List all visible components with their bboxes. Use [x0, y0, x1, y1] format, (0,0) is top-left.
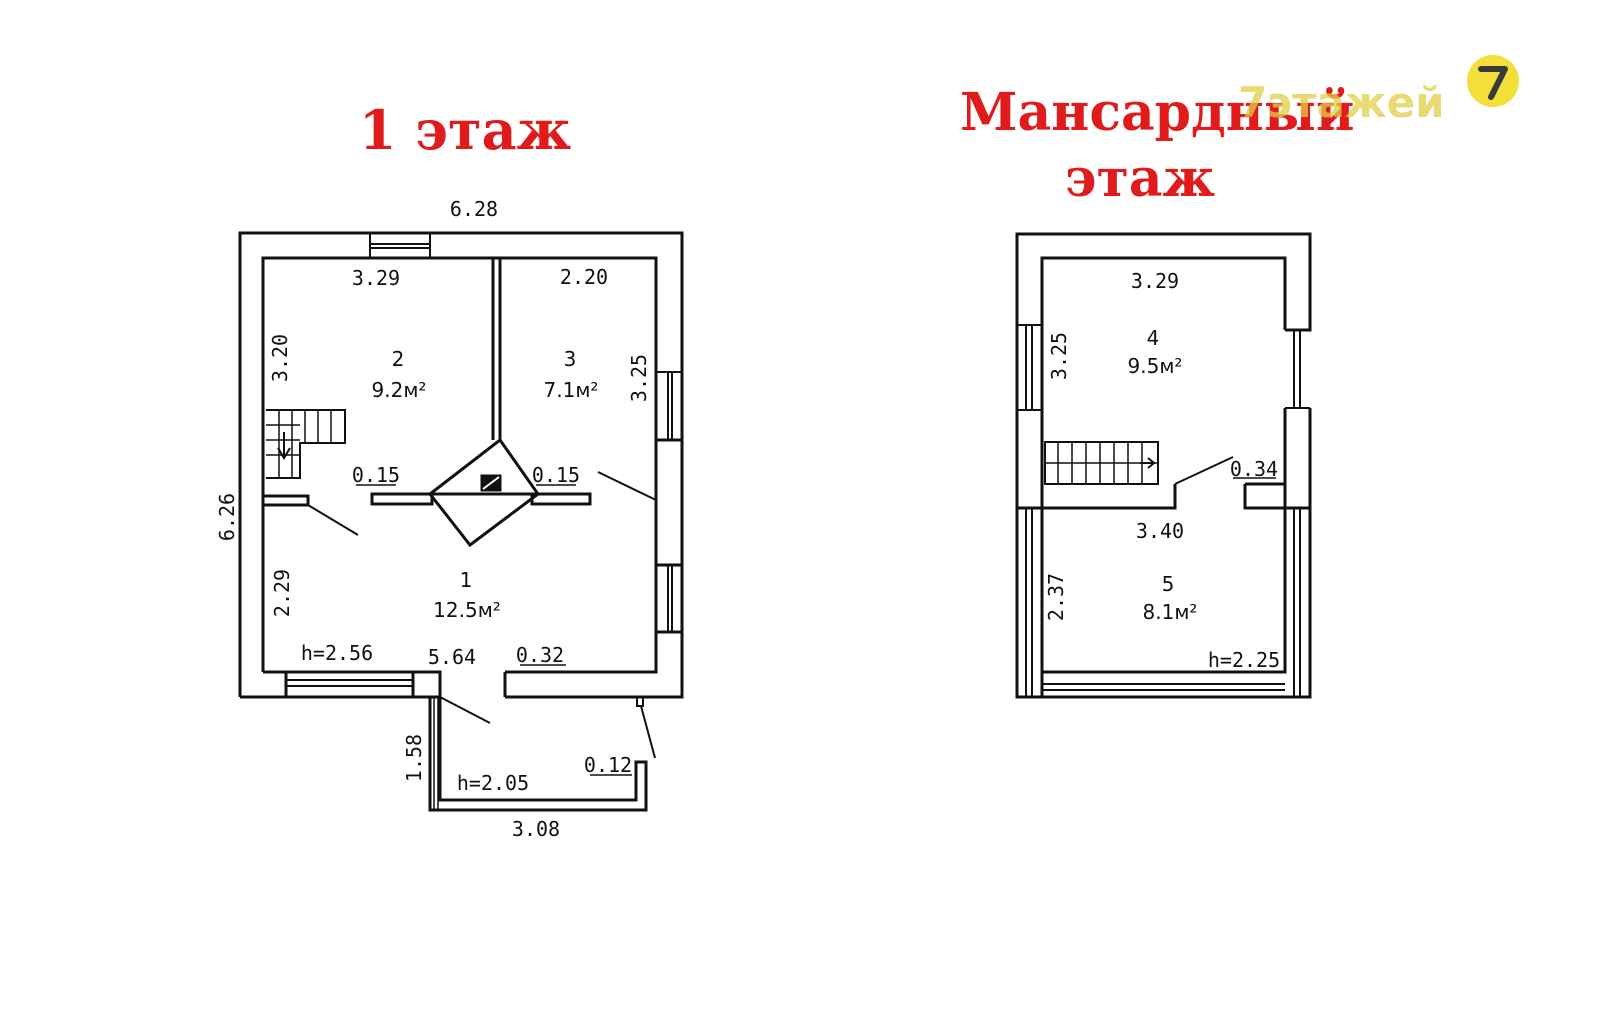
- room2-area: 9.2м²: [372, 378, 427, 402]
- dim-porch-width: 3.08: [512, 817, 560, 841]
- room5-number: 5: [1162, 572, 1175, 596]
- dim-wall-thickness: 0.32: [516, 643, 564, 667]
- dim-attic-height: h=2.25: [1208, 648, 1280, 672]
- dim-porch-wall: 0.12: [584, 753, 632, 777]
- watermark: 7этажей: [1238, 78, 1445, 127]
- room1-number: 1: [460, 568, 473, 592]
- dim-partition-left: 0.15: [352, 463, 400, 487]
- dim-room3-depth: 3.25: [627, 354, 651, 402]
- logo-icon: [1467, 55, 1519, 107]
- room4-area: 9.5м²: [1128, 354, 1183, 378]
- dim-room4-depth: 3.25: [1047, 332, 1071, 380]
- dim-room5-depth: 2.37: [1044, 573, 1068, 621]
- dim-partition-right: 0.15: [532, 463, 580, 487]
- room3-number: 3: [564, 347, 577, 371]
- dim-room1-width: 5.64: [428, 645, 476, 669]
- attic-title: Мансардный этаж: [960, 82, 1355, 209]
- dim-room3-width: 2.20: [560, 265, 608, 289]
- dim-porch-depth: 1.58: [402, 734, 426, 782]
- dim-overall-width: 6.28: [450, 197, 498, 221]
- room5-area: 8.1м²: [1143, 600, 1198, 624]
- dim-height-main: h=2.56: [301, 641, 373, 665]
- room1-area: 12.5м²: [433, 598, 501, 622]
- room2-number: 2: [392, 347, 405, 371]
- floor1-title: 1 этаж: [358, 98, 572, 162]
- dim-partition: 0.34: [1230, 457, 1278, 481]
- dim-room5-width: 3.40: [1136, 519, 1184, 543]
- floor1-walls: [238, 231, 684, 812]
- dim-room4-width: 3.29: [1131, 269, 1179, 293]
- dim-room2-width: 3.29: [352, 266, 400, 290]
- dim-porch-height: h=2.05: [457, 771, 529, 795]
- dim-room1-depth: 2.29: [270, 569, 294, 617]
- room3-area: 7.1м²: [544, 378, 599, 402]
- dim-overall-depth: 6.26: [215, 493, 239, 541]
- dim-room2-depth: 3.20: [268, 334, 292, 382]
- room4-number: 4: [1147, 326, 1160, 350]
- attic-walls: [1015, 232, 1312, 699]
